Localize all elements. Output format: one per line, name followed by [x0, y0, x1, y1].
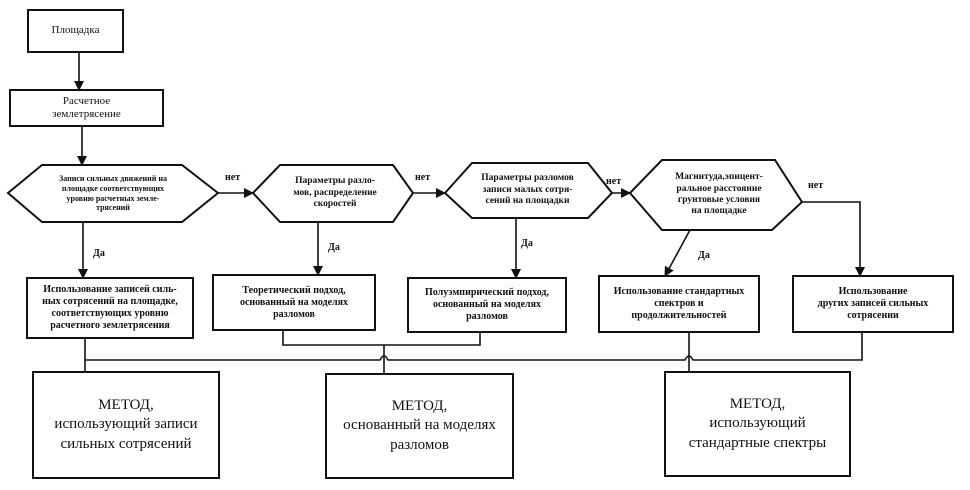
edge-label-yes-2: Да: [328, 242, 340, 253]
method-box-1: [32, 371, 220, 479]
design-earthquake-label: Расчетное землетрясение: [52, 94, 121, 120]
edge-yes-4: [664, 229, 691, 277]
design-earthquake-box: [9, 89, 164, 127]
site-label: Площадка: [51, 24, 100, 37]
edge-label-yes-3: Да: [521, 238, 533, 249]
edge-label-yes-1: Да: [93, 248, 105, 259]
connector-outcome2-3-bus: [282, 330, 481, 346]
decision-text-4: Магнитуда,эпицент- ральное расстояние гр…: [675, 172, 763, 217]
outcome-text-2: Теоретический подход, основанный на моде…: [239, 284, 349, 320]
site-box: [27, 9, 124, 53]
outcome-box-3: [407, 277, 567, 333]
method-box-2: [325, 373, 514, 479]
method-text-1: МЕТОД, использующий записи сильных сотря…: [54, 396, 198, 452]
outcome-box-4: [598, 275, 760, 333]
outcome-text-4: Использование стандартных спектров и про…: [613, 286, 745, 321]
connector-main-bus: [85, 332, 863, 361]
method-text-3: МЕТОД, использующий стандартные спектры: [688, 395, 827, 451]
outcome-text-3: Полуэмпирический подход, основанный на м…: [425, 287, 549, 322]
outcome-text-1: Использование записей силь- ных сотрясен…: [42, 284, 178, 331]
outcome-text-5: Использование других записей сильных сот…: [817, 286, 929, 321]
outcome-box-2: [212, 274, 376, 331]
edge-label-no-2: нет: [415, 172, 431, 183]
edge-label-yes-4: Да: [698, 250, 710, 261]
edge-label-no-1: нет: [225, 172, 241, 183]
outcome-box-1: [26, 277, 194, 339]
edge-label-no-4: нет: [808, 180, 824, 191]
decision-text-2: Параметры разло- мов, распределение скор…: [293, 176, 377, 210]
edge-label-no-3: нет: [606, 176, 622, 187]
decision-text-3: Параметры разломов записи малых сотря- с…: [481, 173, 574, 207]
method-text-2: МЕТОД, основанный на моделях разломов: [343, 397, 496, 453]
decision-text-1: Записи сильных движений на площадке соот…: [59, 174, 167, 213]
method-box-3: [664, 371, 851, 477]
edge-no-4: [802, 201, 865, 277]
outcome-box-5: [792, 275, 954, 333]
